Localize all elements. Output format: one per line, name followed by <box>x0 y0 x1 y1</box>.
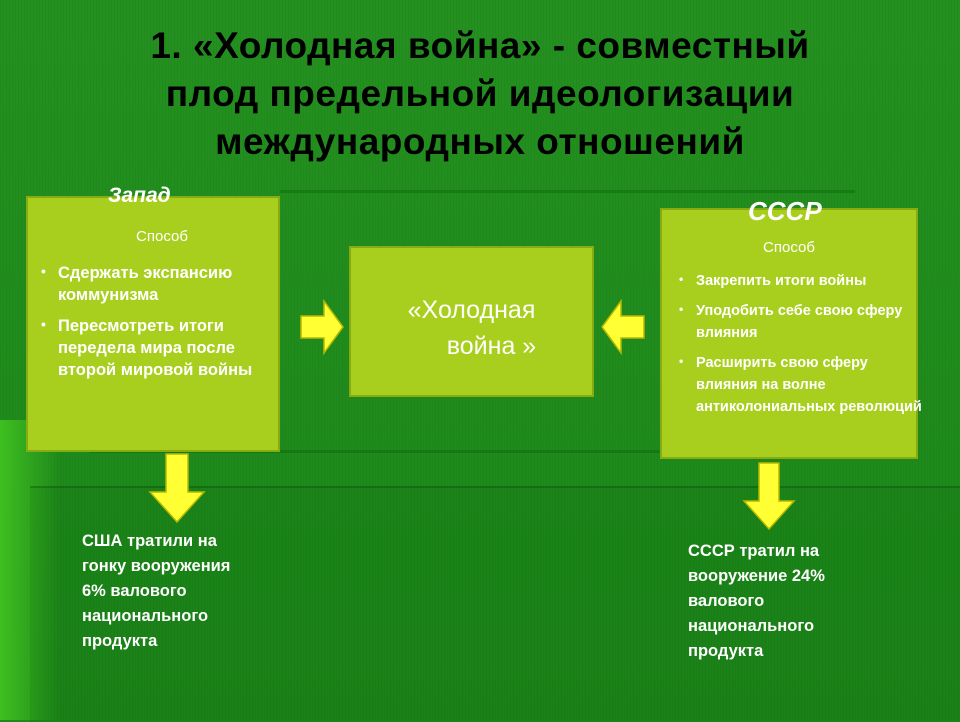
ussr-goal-item: Уподобить себе свою сферу влияния <box>672 298 932 344</box>
cold-war-label-line-2: война » <box>446 332 537 360</box>
background-glow <box>0 420 60 720</box>
title-line-3: международных отношений <box>215 121 745 162</box>
west-heading: Запад <box>108 184 171 207</box>
ussr-goal-item: Расширить свою сферу влияния на волне ан… <box>672 350 932 418</box>
usa-note-line: гонку вооружения <box>82 557 231 575</box>
usa-note-line: США тратили на <box>82 532 217 550</box>
ussr-note-line: вооружение 24% <box>688 567 825 585</box>
ussr-note-line: национального <box>688 617 815 635</box>
ussr-goal-item: Закрепить итоги войны <box>672 268 932 292</box>
ussr-goals-list: Закрепить итоги войны Уподобить себе сво… <box>672 268 932 426</box>
west-goal-item: Пересмотреть итоги передела мира после в… <box>34 313 284 381</box>
arrow-down-icon <box>148 453 206 524</box>
usa-spending-note: США тратили на гонку вооружения 6% валов… <box>82 529 292 654</box>
ussr-spending-note: СССР тратил на вооружение 24% валового н… <box>688 539 888 664</box>
cold-war-label-line-1: «Холодная <box>407 296 536 324</box>
cold-war-box <box>349 246 594 397</box>
slide-title: 1. «Холодная война» - совместный плод пр… <box>30 22 930 166</box>
west-goal-item: Сдержать экспансию коммунизма <box>34 260 284 306</box>
title-line-2: плод предельной идеологизации <box>165 73 795 114</box>
west-method-label: Способ <box>136 228 188 245</box>
west-goals-list: Сдержать экспансию коммунизма Пересмотре… <box>34 260 284 390</box>
usa-note-line: национального <box>82 607 209 625</box>
ussr-note-line: СССР тратил на <box>688 542 820 560</box>
ussr-note-line: продукта <box>688 642 764 660</box>
background-line <box>280 190 855 193</box>
arrow-right-icon <box>300 298 344 356</box>
arrow-left-icon <box>601 298 645 356</box>
ussr-method-label: Способ <box>763 239 815 256</box>
usa-note-line: продукта <box>82 632 158 650</box>
usa-note-line: 6% валового <box>82 582 187 600</box>
ussr-heading: СССР <box>748 196 822 226</box>
background-band <box>30 486 960 722</box>
arrow-down-icon <box>742 462 796 531</box>
cold-war-label: «Холодная война » <box>349 292 594 364</box>
background-line <box>90 450 660 453</box>
ussr-note-line: валового <box>688 592 765 610</box>
title-line-1: 1. «Холодная война» - совместный <box>150 25 810 66</box>
